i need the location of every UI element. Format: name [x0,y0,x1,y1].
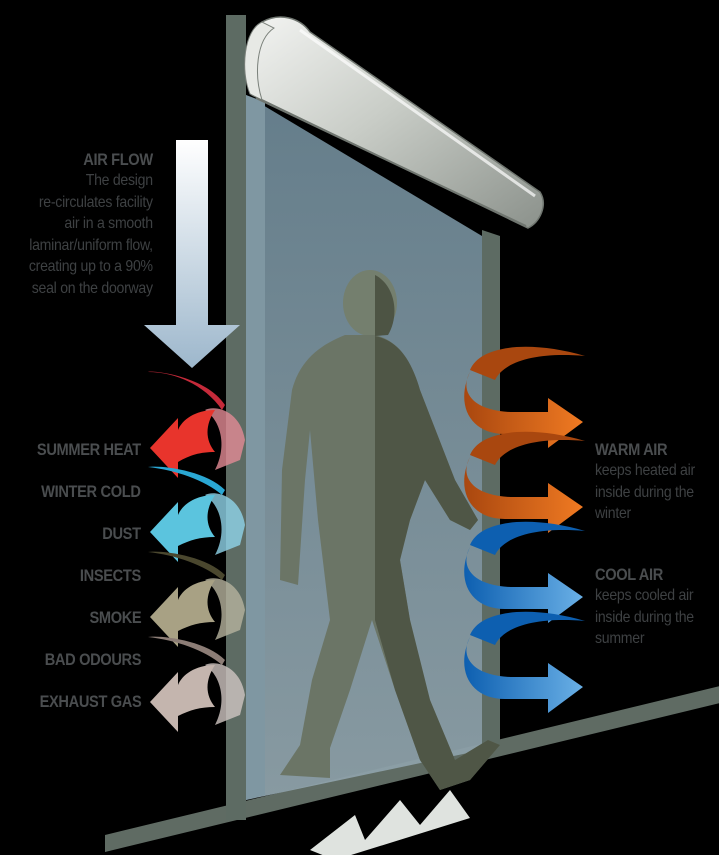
blocked-item-label: INSECTS [80,566,141,585]
airflow-description: AIR FLOW The design re-circulates facili… [12,150,153,299]
warm-air-line: winter [595,505,631,522]
airflow-line: air in a smooth [64,215,154,232]
warm-air-description: WARM AIR keeps heated air inside during … [595,440,709,525]
blocked-item-label: BAD ODOURS [44,650,142,669]
cool-air-line: keeps cooled air [595,587,694,604]
air-curtain-unit-icon [244,16,544,229]
warm-air-arrows [464,346,585,533]
airflow-line: creating up to a 90% [29,258,153,275]
cool-air-arrows [464,521,585,713]
airflow-line: seal on the doorway [31,279,154,297]
cool-air-line: summer [595,630,645,647]
blocked-arrows [148,371,245,732]
floor-slab [105,686,719,852]
warm-air-line: inside during the [595,483,694,501]
airflow-title: AIR FLOW [83,150,153,169]
blocked-item-label: DUST [102,524,142,543]
blocked-item-label: EXHAUST GAS [39,692,141,711]
airflow-line: The design [85,172,153,189]
airflow-line: re-circulates facility [39,193,153,211]
blocked-item-label: WINTER COLD [41,482,142,501]
blocked-item-label: SMOKE [89,608,141,627]
door-frame-right [482,230,500,748]
down-arrow-icon [144,140,240,368]
person-silhouette-icon [280,270,500,855]
blocked-item-label: SUMMER HEAT [37,440,141,459]
airflow-line: laminar/uniform flow, [29,236,153,254]
cool-air-line: inside during the [595,608,694,626]
warm-air-title: WARM AIR [595,440,668,459]
warm-air-line: keeps heated air [595,462,695,479]
cool-air-title: COOL AIR [595,565,663,584]
cool-air-description: COOL AIR keeps cooled air inside during … [595,565,707,650]
